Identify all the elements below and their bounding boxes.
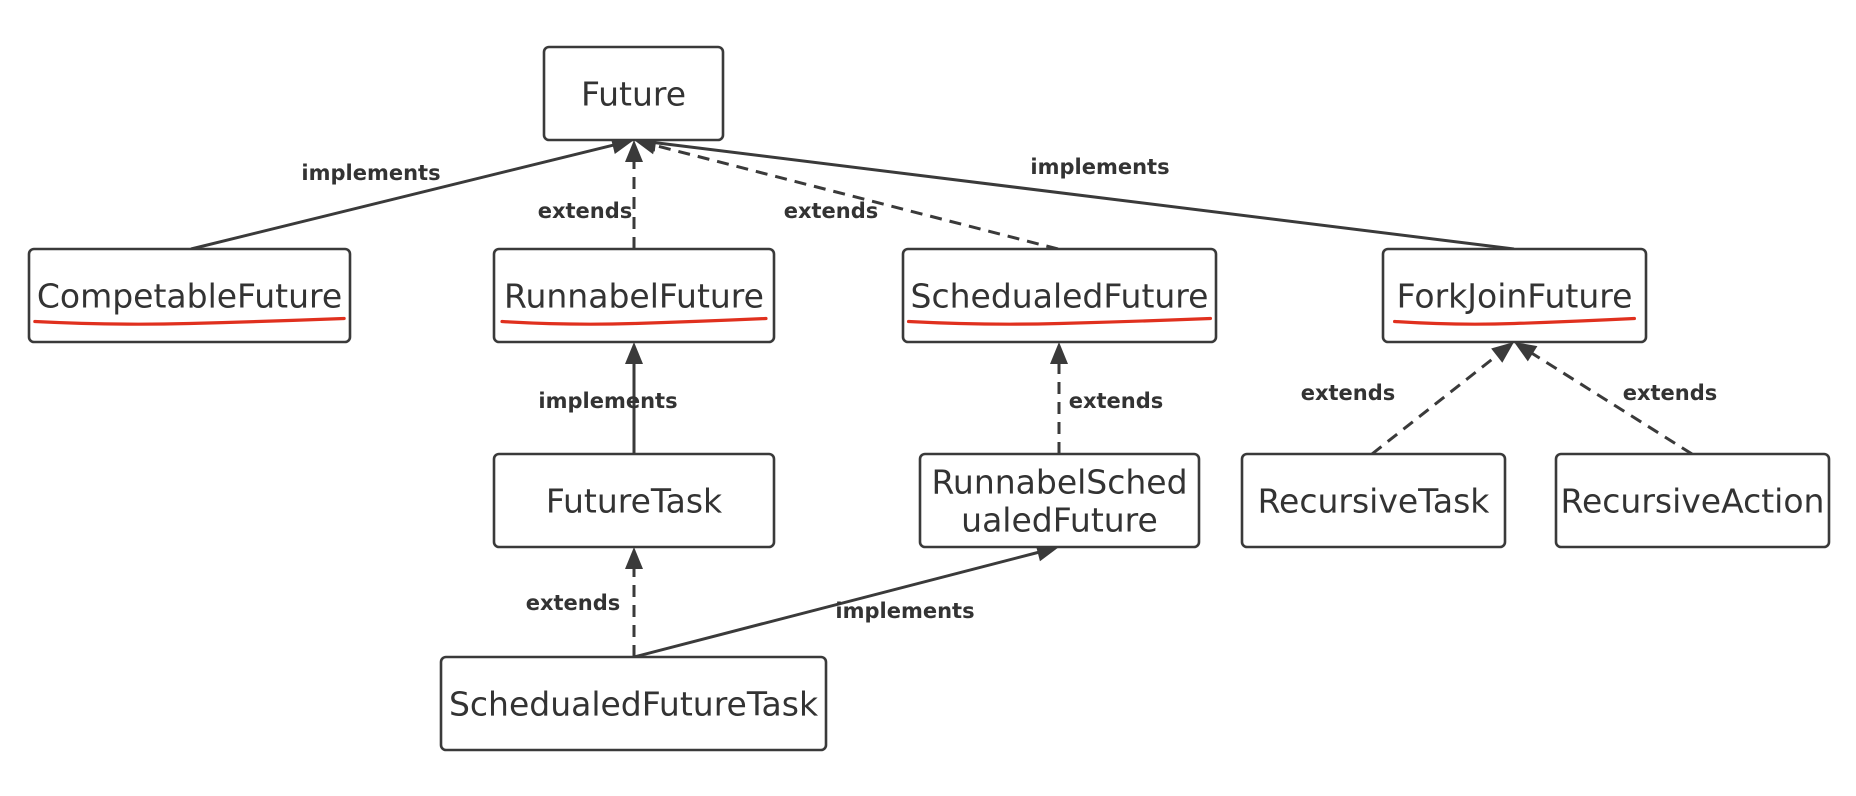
node-label: ualedFuture [961,501,1158,540]
highlight-underline [500,316,768,326]
node-future: Future [542,45,725,142]
edge-forkjoinfuture-to-future: implements [634,133,1515,251]
node-box [439,655,828,752]
edge-label: implements [835,599,974,623]
edge-line [633,550,1041,659]
node-runnabelfuture: RunnabelFuture [492,247,776,344]
highlight-underline [906,316,1213,326]
node-box [492,247,776,344]
edge-line [653,140,1515,251]
edge-label: extends [1069,389,1164,413]
edge-label: extends [1301,381,1396,405]
arrowhead-icon [1514,342,1538,362]
node-box [1240,452,1507,549]
node-label: RunnabelFuture [504,277,764,316]
node-box [492,452,776,549]
arrowhead-icon [625,547,643,569]
node-schedualedfuture: SchedualedFuture [901,247,1218,344]
node-box [918,452,1201,549]
node-label: SchedualedFutureTask [449,685,819,724]
highlight-underline [1393,316,1636,326]
edge-label: implements [1030,155,1169,179]
node-box [542,45,725,142]
arrowhead-icon [1491,342,1514,363]
edge-recursiveaction-to-forkjoinfuture: extends [1514,342,1718,456]
edge-schedualedfuturetask-to-runnabelschedualedfuture: implements [633,543,1059,659]
edge-line [652,143,1059,251]
node-label: ForkJoinFuture [1397,277,1633,316]
node-futuretask: FutureTask [492,452,776,549]
highlight-underline [33,316,346,326]
edge-recursivetask-to-forkjoinfuture: extends [1301,342,1514,456]
node-competablefuture: CompetableFuture [27,247,352,344]
edge-label: implements [301,161,440,185]
edge-runnabelfuture-to-future: extends [538,140,643,249]
arrowhead-icon [1050,342,1068,364]
node-label: RecursiveAction [1561,482,1825,521]
node-recursiveaction: RecursiveAction [1554,452,1831,549]
node-label: RunnabelSched [931,463,1187,502]
node-label: Future [581,75,686,114]
edge-competablefuture-to-future: implements [190,136,634,251]
edges-layer: implements extends extends implements implem… [190,133,1718,659]
node-box [1381,247,1648,344]
node-box [1554,452,1831,549]
arrowhead-icon [625,140,643,162]
edge-line [1530,351,1693,456]
node-recursivetask: RecursiveTask [1240,452,1507,549]
node-label: SchedualedFuture [911,277,1209,316]
edge-futuretask-to-runnabelfuture: implements [538,342,678,454]
edge-line [190,143,615,251]
node-schedualedfuturetask: SchedualedFutureTask [439,655,828,752]
edge-label: extends [784,199,879,223]
node-forkjoinfuture: ForkJoinFuture [1381,247,1648,344]
node-box [901,247,1218,344]
node-label: FutureTask [546,482,723,521]
edge-schedualedfuturetask-to-futuretask: extends [526,547,643,657]
edge-line [1371,353,1500,456]
edge-label: implements [538,389,677,413]
node-label: CompetableFuture [37,277,342,316]
arrowhead-icon [625,342,643,364]
edge-label: extends [1623,381,1718,405]
edge-label: extends [526,591,621,615]
node-label: RecursiveTask [1258,482,1491,521]
edge-schedualedfuture-to-future: extends [634,136,1059,251]
node-box [27,247,352,344]
edge-runnabelschedualedfuture-to-schedualedfuture: extends [1050,342,1163,454]
edge-label: extends [538,199,633,223]
